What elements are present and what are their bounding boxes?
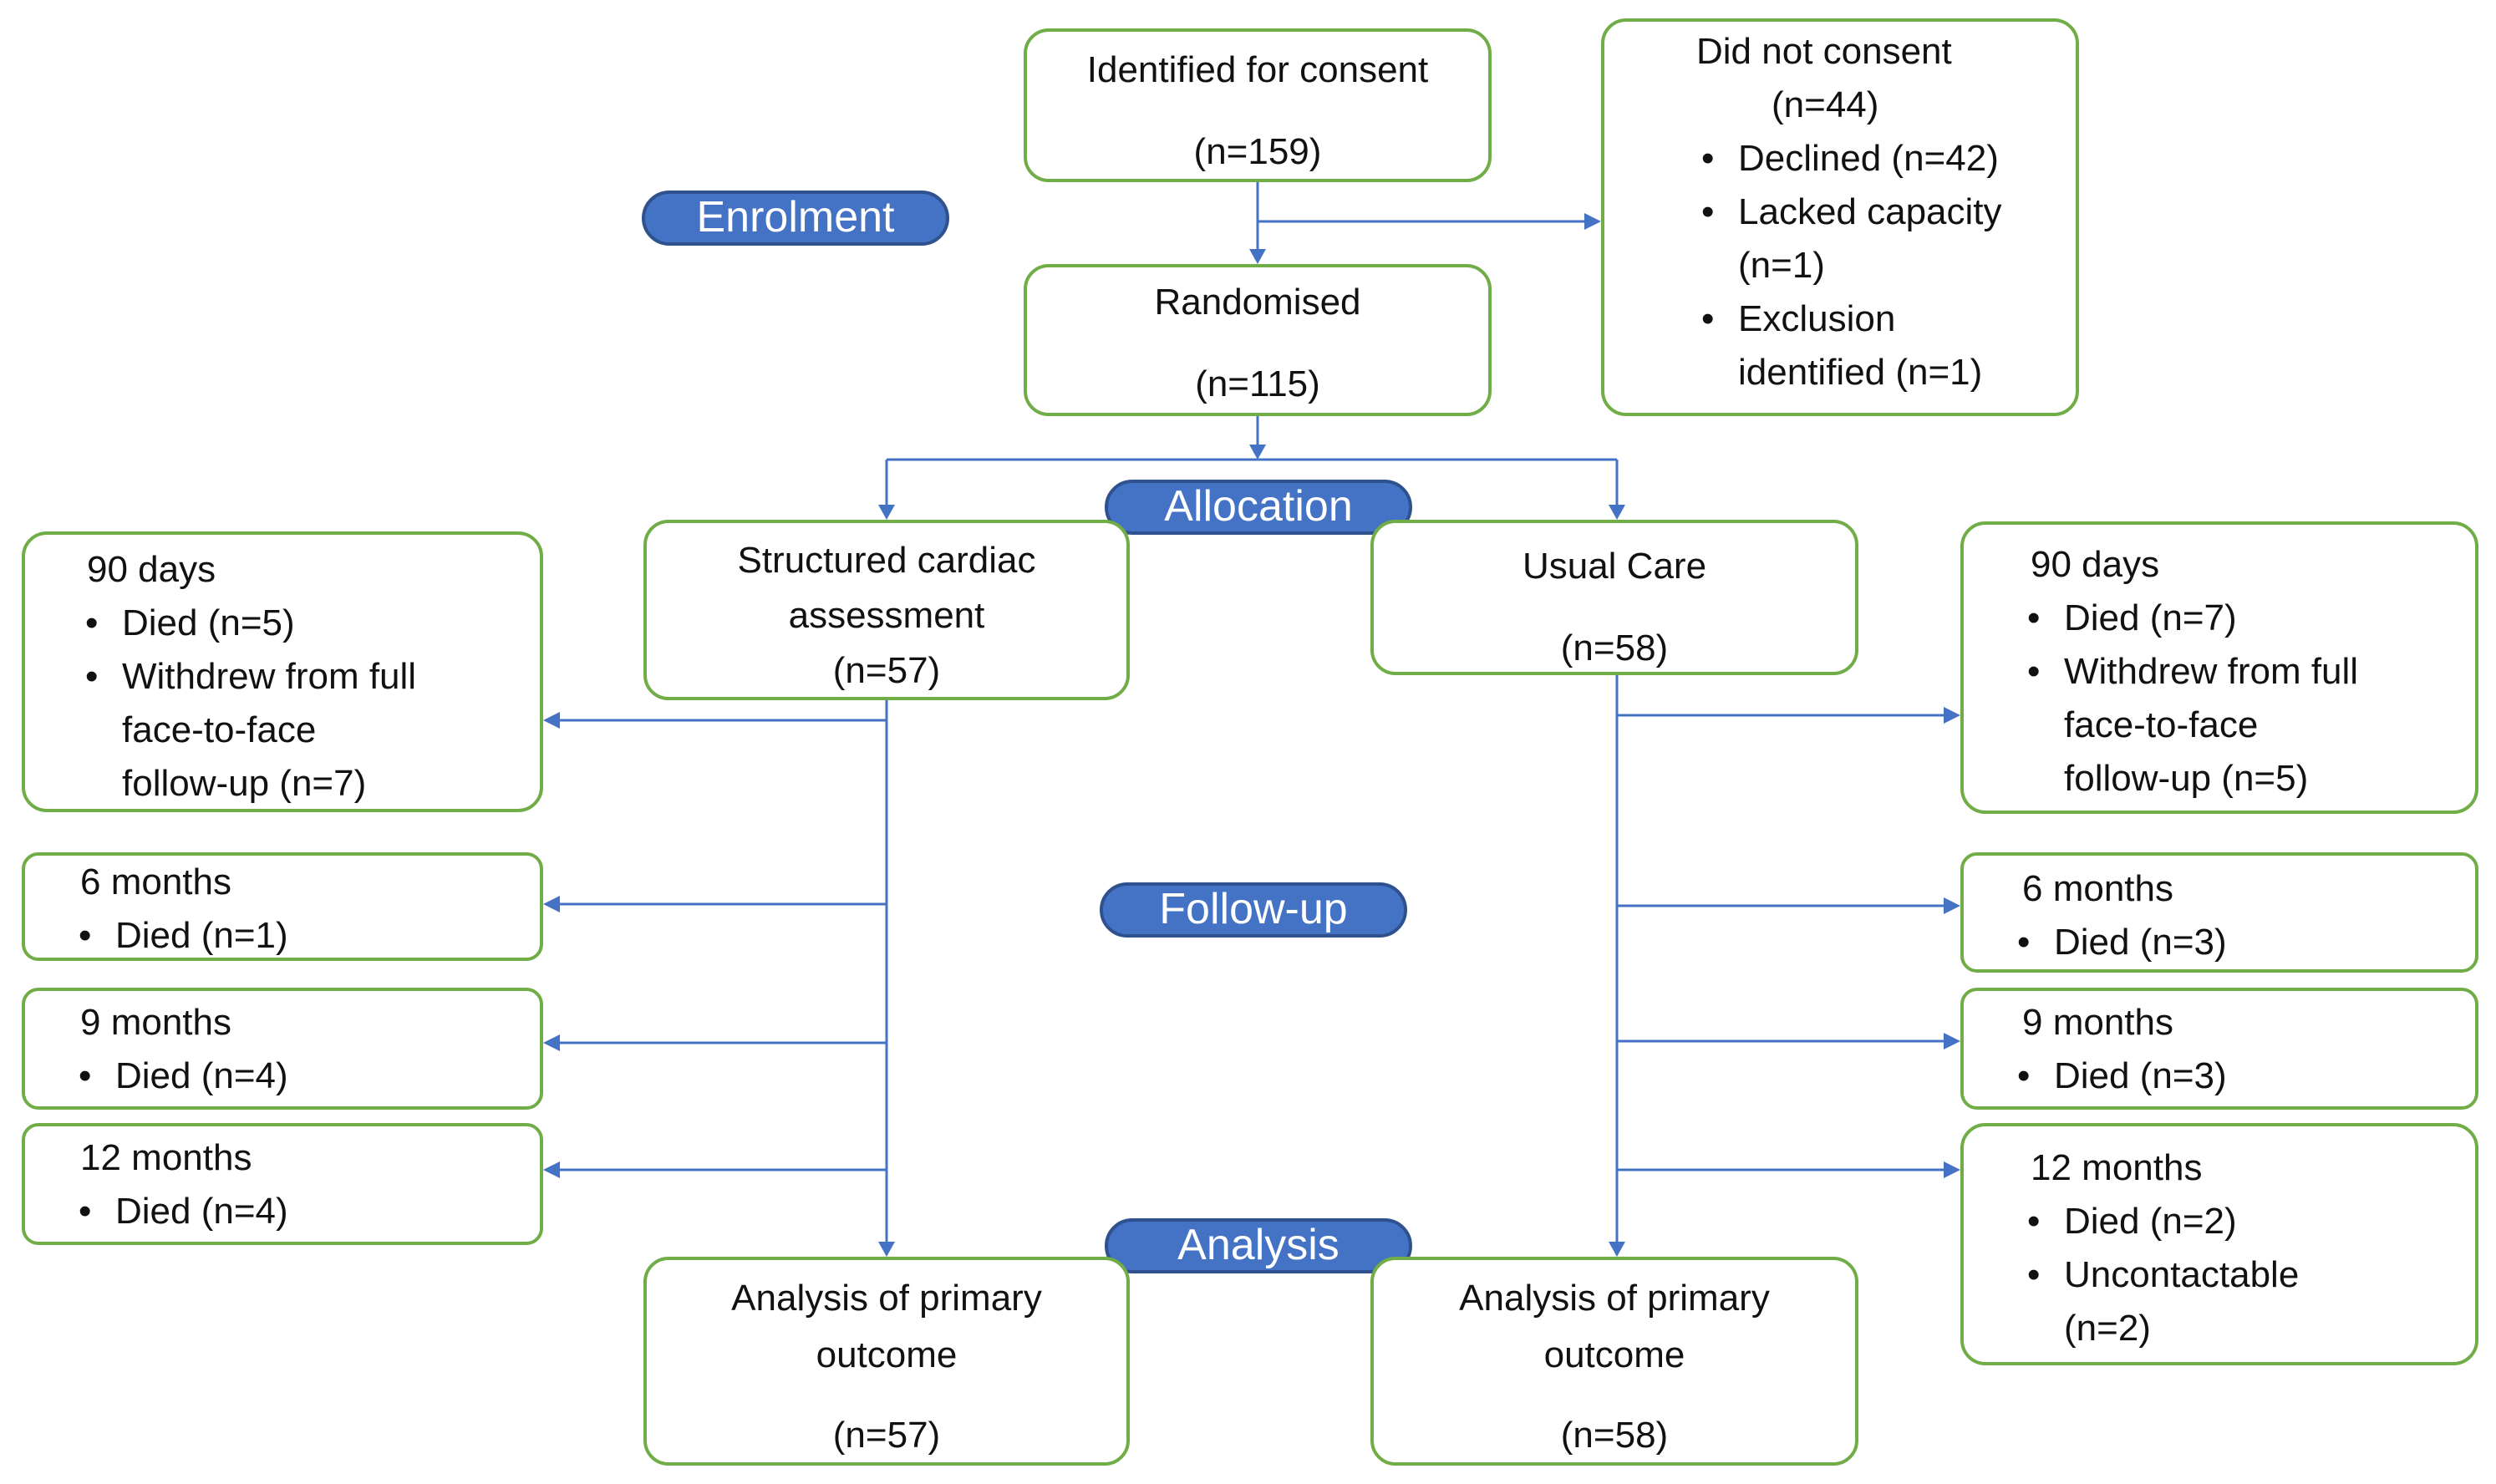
- arm-structured-line2: assessment: [788, 595, 985, 636]
- identified-box: Identified for consent (n=159): [1024, 28, 1492, 182]
- not-consent-box: Did not consent (n=44) •Declined (n=42) …: [1601, 18, 2079, 416]
- analysis-right-count: (n=58): [1560, 1415, 1669, 1456]
- left-6-months-bullet-died: •Died (n=1): [79, 915, 288, 956]
- arrowhead: [1944, 1161, 1960, 1178]
- left-90-days-bullet-withdrew: • Withdrew from full face-to-face follow…: [85, 656, 417, 804]
- arrowhead: [1609, 505, 1625, 520]
- arrowhead: [1944, 1033, 1960, 1049]
- not-consent-title: Did not consent: [1696, 31, 1952, 72]
- right-6-months-box: 6 months •Died (n=3): [1960, 852, 2478, 973]
- randomised-box: Randomised (n=115): [1024, 264, 1492, 416]
- analysis-right-line2: outcome: [1543, 1334, 1685, 1375]
- not-consent-bullet-declined: •Declined (n=42): [1701, 138, 1999, 179]
- identified-count: (n=159): [1193, 131, 1322, 172]
- arrowhead: [1249, 445, 1266, 460]
- right-12-months-bullet-died: •Died (n=2): [2027, 1201, 2237, 1242]
- left-6-months-title: 6 months: [80, 861, 231, 902]
- arrowhead: [878, 1242, 895, 1257]
- analysis-left-line2: outcome: [816, 1334, 958, 1375]
- left-12-months-title: 12 months: [80, 1137, 252, 1178]
- not-consent-count: (n=44): [1772, 84, 1879, 125]
- arrowhead: [1944, 707, 1960, 724]
- arm-usual-count: (n=58): [1560, 628, 1669, 668]
- analysis-right-box: Analysis of primary outcome (n=58): [1370, 1257, 1858, 1466]
- randomised-count: (n=115): [1195, 363, 1320, 404]
- right-90-days-bullet-withdrew: • Withdrew from full face-to-face follow…: [2027, 651, 2359, 799]
- analysis-left-box: Analysis of primary outcome (n=57): [643, 1257, 1130, 1466]
- arrowhead: [543, 1034, 560, 1051]
- right-90-days-box: 90 days •Died (n=7) • Withdrew from full…: [1960, 521, 2478, 814]
- left-90-days-bullet-died: •Died (n=5): [85, 602, 295, 643]
- right-6-months-bullet-died: •Died (n=3): [2017, 922, 2227, 963]
- arrowhead: [1609, 1242, 1625, 1257]
- left-90-days-box: 90 days •Died (n=5) • Withdrew from full…: [22, 531, 543, 812]
- arm-structured-line1: Structured cardiac: [737, 540, 1036, 581]
- arrowhead: [878, 505, 895, 520]
- left-6-months-box: 6 months •Died (n=1): [22, 852, 543, 961]
- not-consent-bullet-capacity: •Lacked capacity(n=1): [1701, 191, 2002, 286]
- right-9-months-title: 9 months: [2022, 1002, 2173, 1043]
- arrowhead: [543, 1161, 560, 1178]
- right-12-months-title: 12 months: [2031, 1147, 2203, 1188]
- right-12-months-bullet-uncontactable: • Uncontactable (n=2): [2027, 1254, 2300, 1349]
- right-6-months-title: 6 months: [2022, 868, 2173, 909]
- right-90-days-title: 90 days: [2031, 544, 2160, 585]
- arm-usual-title: Usual Care: [1522, 546, 1707, 587]
- arm-structured-box: Structured cardiac assessment (n=57): [643, 520, 1130, 700]
- left-9-months-bullet-died: •Died (n=4): [79, 1055, 288, 1096]
- left-90-days-title: 90 days: [87, 549, 216, 590]
- arrowhead: [1944, 897, 1960, 914]
- stage-enrolment-pill: Enrolment: [642, 191, 949, 246]
- stage-allocation-pill: Allocation: [1105, 480, 1412, 535]
- arm-usual-box: Usual Care (n=58): [1370, 520, 1858, 675]
- arrowhead: [543, 712, 560, 729]
- arrowhead: [1249, 249, 1266, 264]
- left-9-months-box: 9 months •Died (n=4): [22, 988, 543, 1110]
- analysis-left-line1: Analysis of primary: [731, 1278, 1042, 1319]
- arm-structured-count: (n=57): [832, 650, 941, 691]
- right-90-days-bullet-died: •Died (n=7): [2027, 597, 2237, 638]
- identified-title: Identified for consent: [1086, 49, 1429, 90]
- randomised-title: Randomised: [1154, 282, 1361, 323]
- right-9-months-bullet-died: •Died (n=3): [2017, 1055, 2227, 1096]
- analysis-left-count: (n=57): [832, 1415, 941, 1456]
- arrowhead: [543, 896, 560, 912]
- stage-analysis-pill: Analysis: [1105, 1218, 1412, 1273]
- analysis-right-line1: Analysis of primary: [1459, 1278, 1770, 1319]
- left-12-months-bullet-died: •Died (n=4): [79, 1191, 288, 1232]
- arrowhead: [1584, 213, 1601, 230]
- right-9-months-box: 9 months •Died (n=3): [1960, 988, 2478, 1110]
- left-12-months-box: 12 months •Died (n=4): [22, 1123, 543, 1245]
- stage-followup-pill: Follow-up: [1100, 882, 1407, 938]
- left-9-months-title: 9 months: [80, 1002, 231, 1043]
- right-12-months-box: 12 months •Died (n=2) • Uncontactable (n…: [1960, 1123, 2478, 1365]
